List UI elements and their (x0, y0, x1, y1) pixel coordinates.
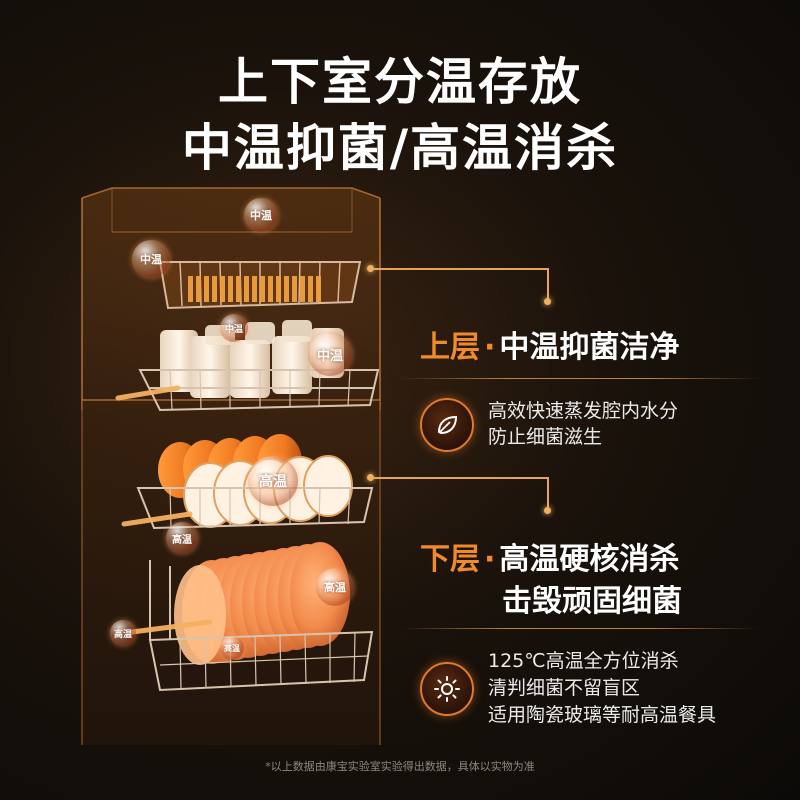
upper-separator: · (484, 330, 496, 365)
upper-feature-badge (420, 398, 474, 452)
leaf-icon (437, 415, 458, 435)
bowls (158, 434, 353, 528)
upper-connector-v (547, 268, 549, 300)
plates (174, 542, 350, 665)
bubble-high-2: 高温 (166, 522, 198, 554)
lower-title-line2: 击毁顽固细菌 (502, 584, 682, 619)
upper-feature-line2: 防止细菌滋生 (488, 426, 603, 448)
bubble-mid-2: 中温 (132, 240, 170, 278)
cutlery-basket (158, 261, 362, 310)
lower-divider (400, 628, 760, 629)
bubble-high-4: 高温 (110, 620, 136, 646)
lower-connector-end (544, 507, 551, 514)
lower-feature-line2: 清判细菌不留盲区 (488, 677, 641, 699)
upper-tag: 上层 (420, 330, 480, 365)
bubble-mid-1: 中温 (244, 198, 278, 232)
bubble-high-3: 高温 (316, 568, 354, 606)
bubble-high-5: 高温 (220, 636, 244, 660)
bubble-high-1: 高温 (248, 456, 298, 506)
upper-divider (400, 378, 760, 379)
lower-feature-badge (420, 662, 474, 716)
lower-connector-h (374, 477, 548, 479)
upper-rack (138, 369, 380, 412)
headline-line1: 上下室分温存放 (218, 53, 582, 111)
upper-title: 中温抑菌洁净 (499, 330, 680, 365)
lower-heading: 下层·高温硬核消杀 (420, 534, 679, 578)
lower-feature-line3: 适用陶瓷玻璃等耐高温餐具 (488, 704, 717, 726)
lower-connector-v (547, 477, 549, 509)
lower-rack (148, 560, 374, 692)
headline-line2: 中温抑菌/高温消杀 (181, 119, 619, 177)
upper-connector-end (544, 298, 551, 305)
lower-tag: 下层 (420, 542, 480, 577)
lower-feature-line1: 125℃高温全方位消杀 (488, 650, 679, 672)
bubble-mid-3: 中温 (220, 314, 248, 342)
lower-separator: · (484, 542, 496, 577)
upper-connector-dot (367, 265, 374, 272)
upper-connector-h (374, 268, 548, 270)
lower-connector-dot (367, 474, 374, 481)
lower-title: 高温硬核消杀 (499, 542, 680, 577)
upper-feature-line1: 高效快速蒸发腔内水分 (488, 400, 679, 422)
sun-icon (434, 676, 460, 702)
footnote: *以上数据由康宝实验室实验得出数据，具体以实物为准 (265, 760, 535, 773)
bubble-mid-4: 中温 (308, 332, 352, 376)
upper-heading: 上层·中温抑菌洁净 (420, 322, 679, 366)
